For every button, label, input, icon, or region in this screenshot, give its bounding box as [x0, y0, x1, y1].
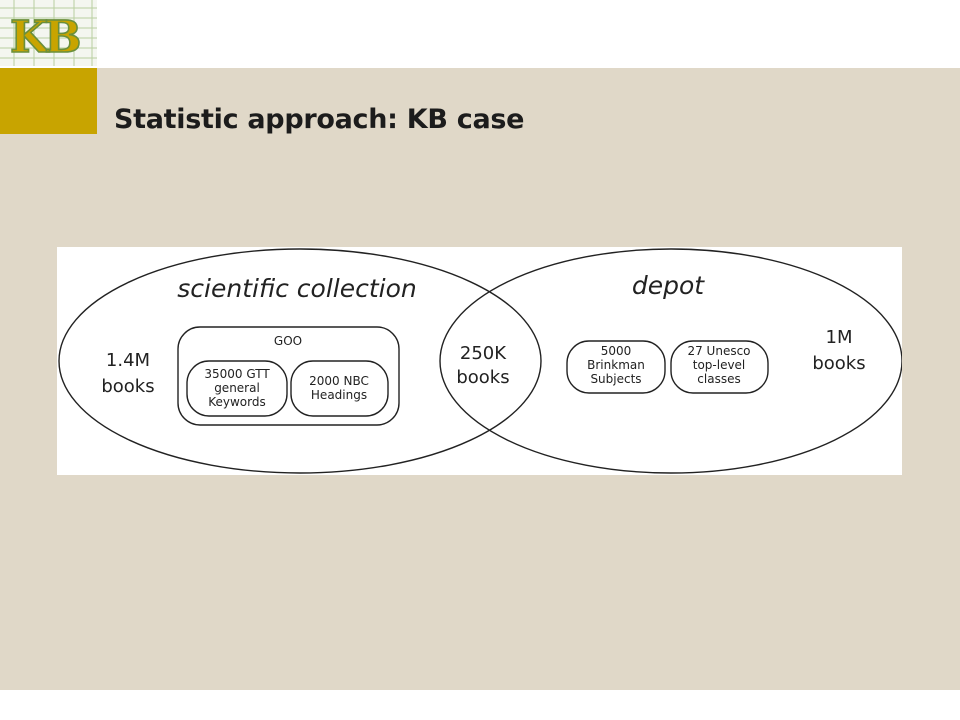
gtt-keywords-line2: general [214, 381, 260, 395]
right-count-line2: books [812, 353, 865, 374]
gtt-keywords-line3: Keywords [208, 395, 266, 409]
left-count-line1: 1.4M [106, 350, 150, 371]
goo-group-box [177, 326, 400, 426]
gtt-keywords-line1: 35000 GTT [204, 367, 270, 381]
unesco-line1: 27 Unesco [687, 344, 750, 358]
nbc-headings-line2: Headings [311, 388, 367, 402]
gtt-keywords-box [186, 360, 288, 417]
kb-logo: KB [0, 0, 97, 66]
header-bar [0, 0, 960, 68]
nbc-headings-line1: 2000 NBC [309, 374, 369, 388]
goo-label: GOO [274, 334, 302, 348]
intersection-line2: books [456, 367, 509, 388]
depot-title: depot [632, 271, 705, 300]
unesco-line2: top-level [693, 358, 746, 372]
brinkman-line1: 5000 [601, 344, 632, 358]
nbc-headings-box [290, 360, 389, 417]
intersection-line1: 250K [460, 343, 507, 364]
brinkman-line2: Brinkman [587, 358, 645, 372]
depot-ellipse [439, 248, 902, 474]
left-count-line2: books [101, 376, 154, 397]
right-count-line1: 1M [826, 327, 853, 348]
venn-diagram: scientific collection depot 1.4M books G… [57, 247, 902, 475]
scientific-collection-ellipse [58, 248, 542, 474]
unesco-line3: classes [697, 372, 740, 386]
slide-title: Statistic approach: KB case [114, 104, 525, 135]
logo-text: KB [10, 12, 79, 63]
scientific-collection-title: scientific collection [177, 274, 416, 303]
unesco-classes-box [670, 340, 769, 394]
footer-strip [0, 690, 960, 720]
brinkman-line3: Subjects [590, 372, 641, 386]
brinkman-subjects-box [566, 340, 666, 394]
gold-accent-square [0, 68, 97, 134]
